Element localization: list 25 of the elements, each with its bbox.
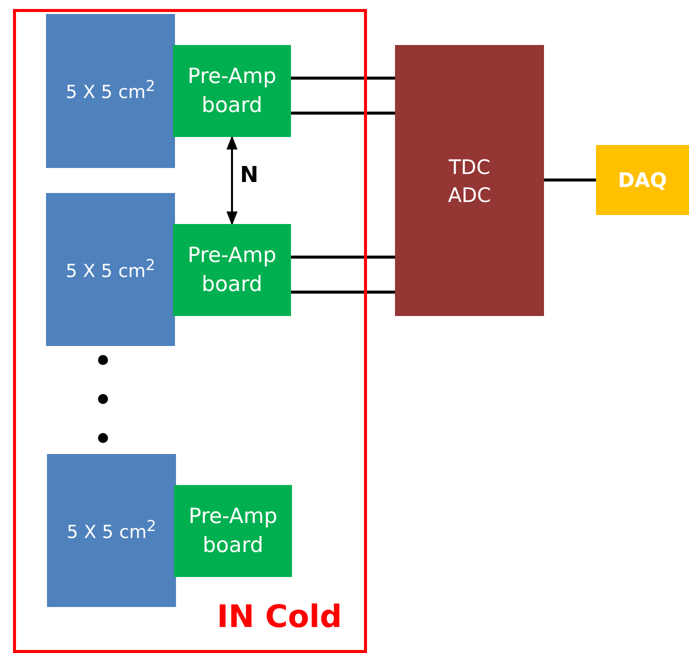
preamp-label: Pre-Amp board [186, 62, 278, 119]
sensor-box [46, 14, 175, 168]
cold-region-frame [13, 9, 367, 653]
region-label: IN Cold [216, 600, 342, 634]
preamp-label: Pre-Amp board [188, 502, 278, 559]
tdc-adc-label: TDC ADC [446, 154, 492, 208]
signal-line [291, 112, 395, 115]
count-label: N [240, 163, 258, 188]
sensor-label: 5 X 5 cm$^{2}$ [66, 76, 156, 106]
signal-line [291, 76, 395, 80]
preamp-board-box [173, 224, 291, 316]
signal-line [291, 256, 395, 259]
sensor-box [46, 193, 175, 346]
daq-label: DAQ [618, 167, 668, 194]
sensor-label: 5 X 5 cm$^{2}$ [66, 254, 156, 284]
sensor-box [47, 454, 176, 607]
preamp-board-box [173, 45, 291, 137]
double-arrow [226, 136, 238, 226]
daq-box [596, 145, 689, 215]
tdc-adc-box [395, 45, 544, 316]
signal-line [544, 178, 596, 182]
sensor-label: 5 X 5 cm$^{2}$ [66, 516, 156, 545]
preamp-board-box [174, 485, 292, 577]
signal-line [291, 290, 395, 294]
preamp-label: Pre-Amp board [186, 242, 278, 298]
